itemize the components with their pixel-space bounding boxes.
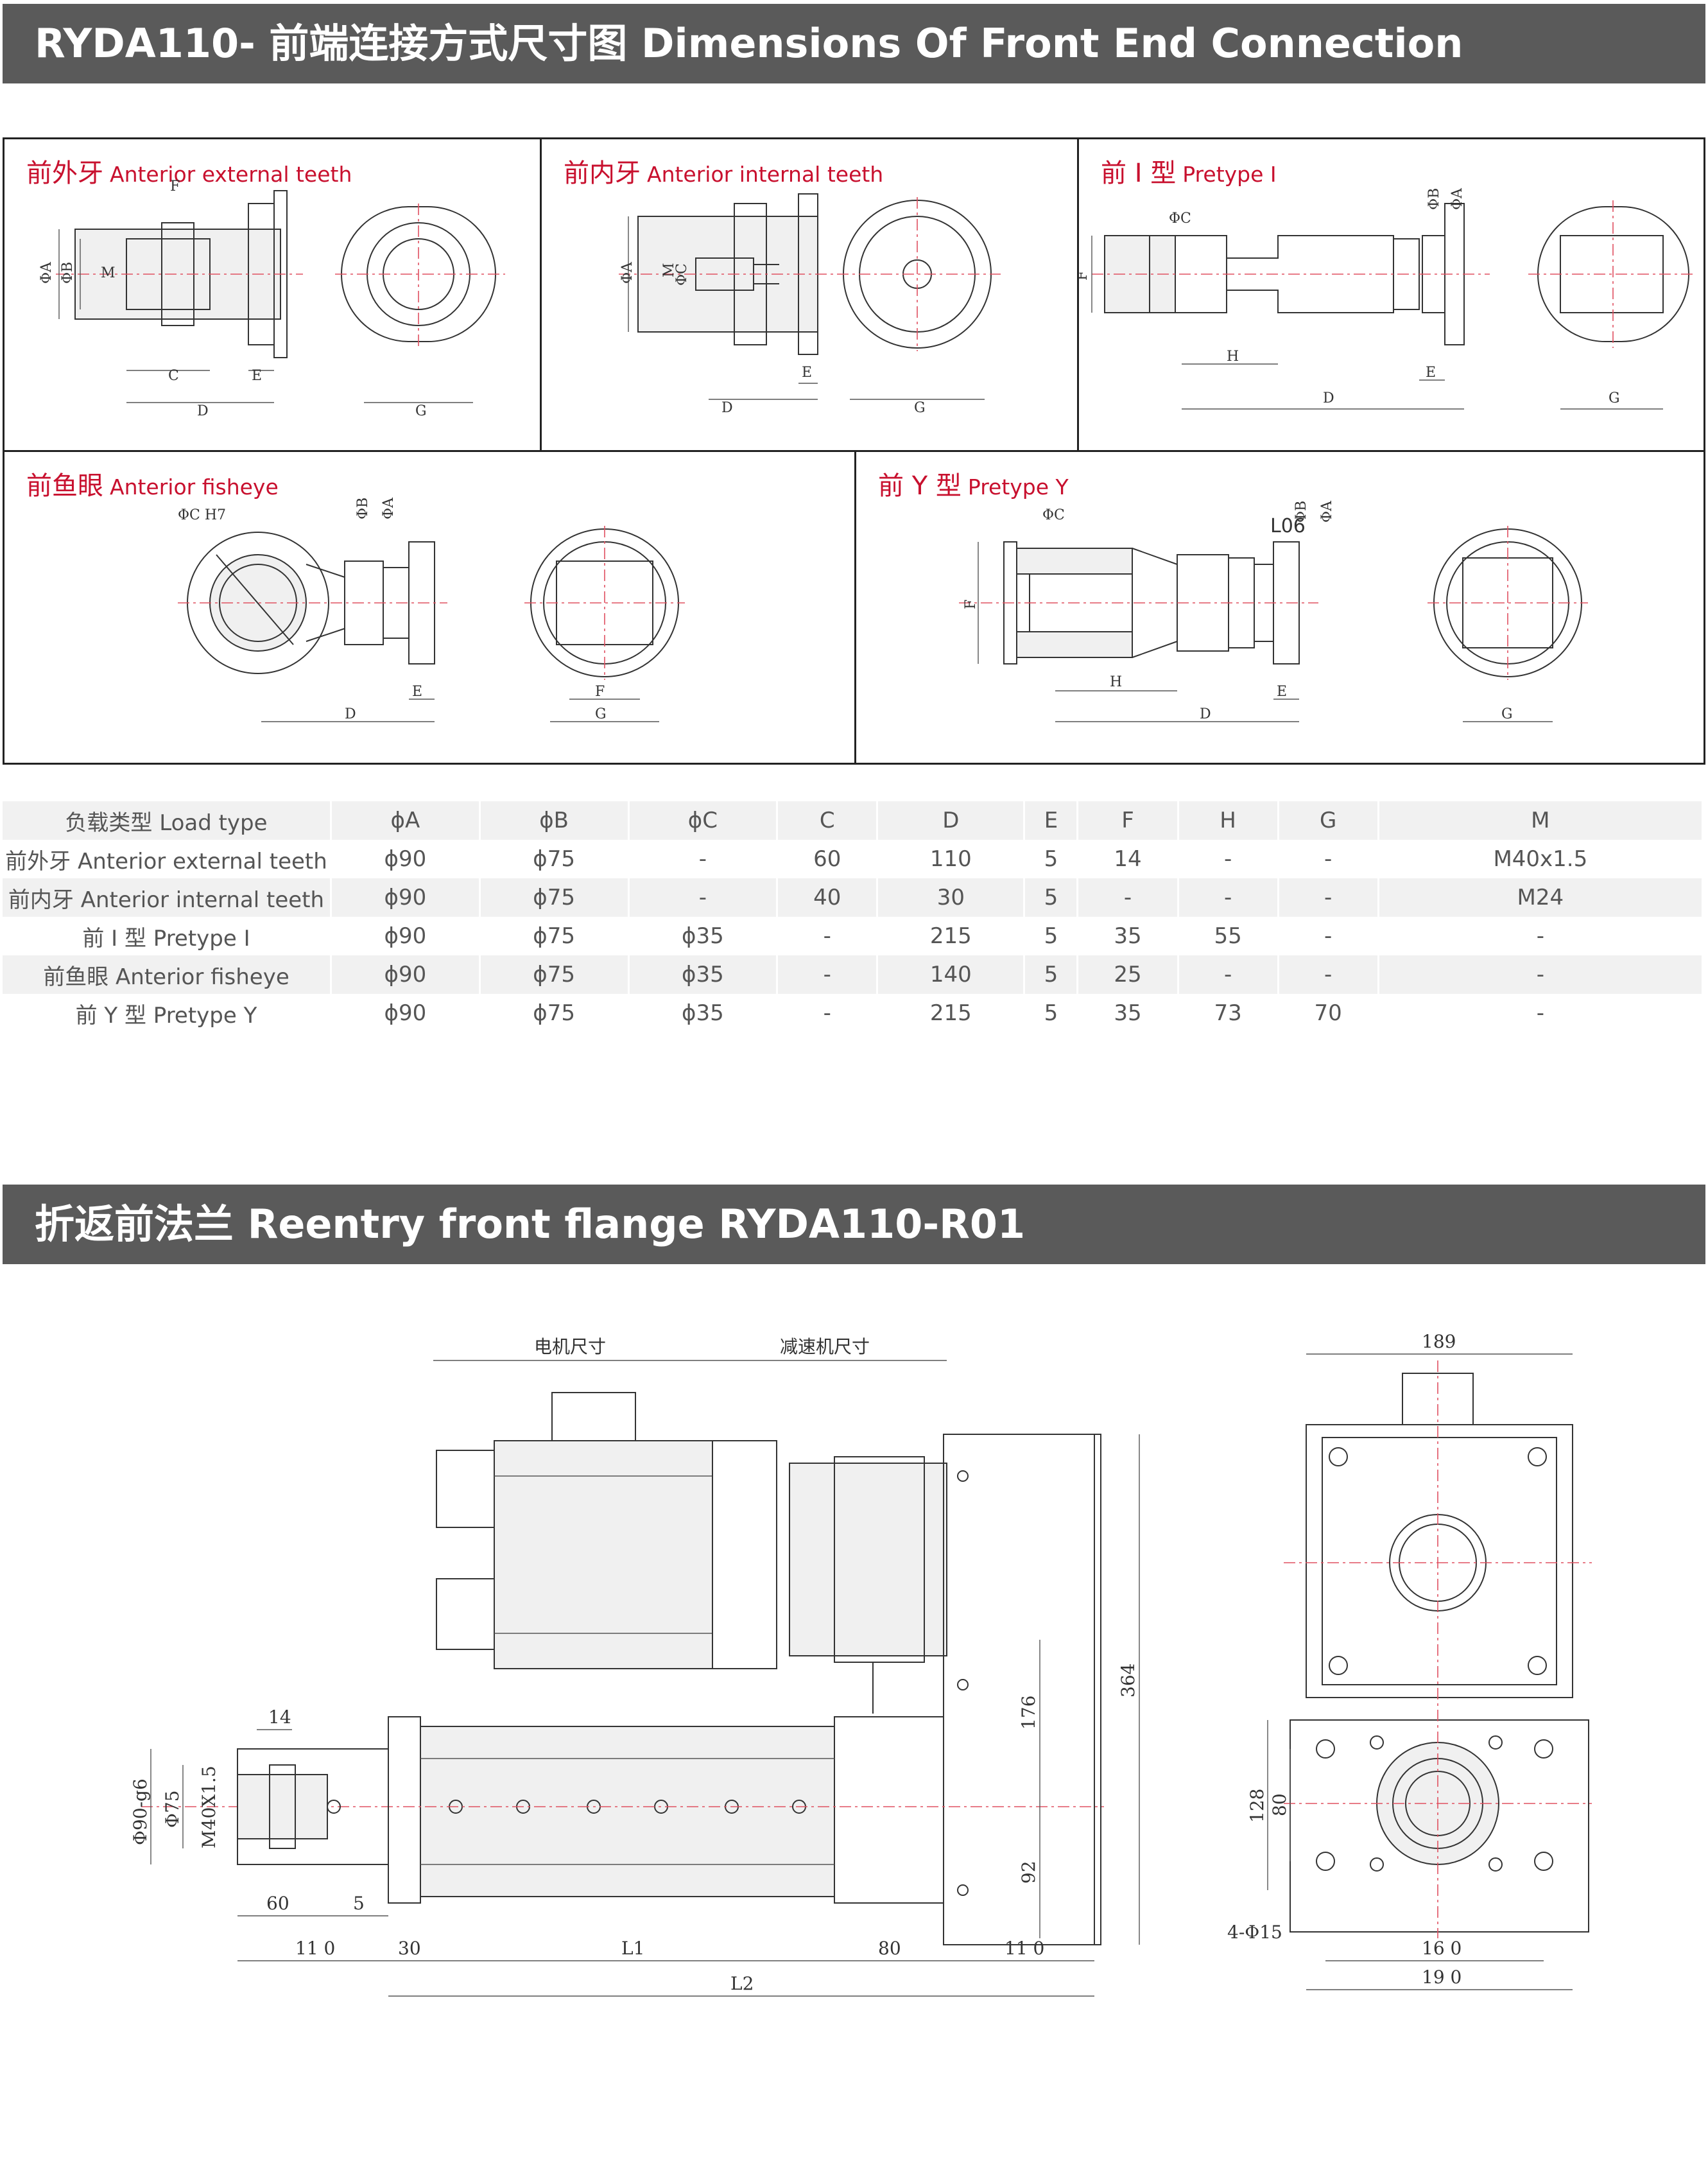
label-phiC: ΦC [1042,507,1065,523]
label-H: H [1227,349,1239,365]
label-C: C [168,368,179,384]
label-D: D [721,400,733,416]
label-80: 80 [878,1938,901,1959]
label-F: F [963,600,979,609]
label-F: F [1079,271,1091,281]
drawing-pretype-y: ΦC L06 ΦB ΦA F H E D G [959,500,1588,722]
label-phiA: ΦA [381,497,397,519]
label-G: G [1609,390,1620,406]
drawing-anterior-fisheye: ΦC H7 ΦB ΦA E D F G [178,497,685,722]
label-5: 5 [353,1893,365,1914]
label-phiB: ΦB [60,262,76,284]
label-E: E [1277,684,1287,700]
label-G: G [914,400,926,416]
label-phiC: ΦC [674,263,690,286]
label-G: G [415,403,427,419]
label-H: H [1110,674,1122,690]
label-E: E [1426,365,1436,381]
label-E: E [412,684,422,700]
label-E: E [252,368,262,384]
label-M40x1-5: M40X1.5 [198,1766,220,1848]
label-128: 128 [1246,1789,1268,1823]
label-phiC: ΦC [1169,211,1191,227]
label-L1: L1 [621,1938,644,1959]
dimension-table: 负载类型 Load type ϕA ϕB ϕC C D E F H G M 前外… [3,801,1704,1032]
label-phiA: ΦA [39,261,55,284]
label-176: 176 [1018,1696,1039,1730]
label-E: E [802,365,812,381]
label-G: G [595,706,607,722]
label-80-end: 80 [1269,1793,1290,1816]
label-motor-size: 电机尺寸 [534,1336,606,1357]
drawing-anterior-internal-teeth: ΦA M ΦC E D G [619,193,1001,416]
label-110-right: 11 0 [1005,1938,1044,1959]
label-phiA: ΦA [1319,500,1335,523]
label-reducer-size: 减速机尺寸 [780,1336,870,1357]
label-D: D [197,403,209,419]
label-phiC-H7: ΦC H7 [178,507,226,523]
label-M: M [101,265,116,281]
label-phiB: ΦB [1293,501,1309,523]
label-phiB: ΦB [355,498,371,519]
label-30: 30 [398,1938,421,1959]
label-M: M [661,263,677,277]
label-phiA: ΦA [1449,187,1465,210]
reentry-flange-drawing: 电机尺寸 减速机尺寸 14 Φ90-g6 Φ75 M40X1.5 60 5 11… [130,1331,1592,1997]
drawing-pretype-i: ΦC ΦB ΦA F H E D G [1079,187,1695,410]
drawing-anterior-external-teeth: F ΦA ΦB M C E D G [39,178,505,419]
label-D: D [1200,706,1211,722]
label-phi75: Φ75 [162,1790,183,1828]
table-header-row: 负载类型 Load type ϕA ϕB ϕC C D E F H G M [3,801,1704,840]
label-14: 14 [268,1707,291,1728]
label-F: F [595,684,605,700]
label-G: G [1501,706,1513,722]
label-phi90-g6: Φ90-g6 [130,1778,151,1845]
label-92: 92 [1018,1861,1039,1884]
label-F: F [170,178,180,195]
label-D: D [1323,390,1334,406]
label-189: 189 [1422,1331,1456,1352]
section-1-title: RYDA110- 前端连接方式尺寸图 Dimensions Of Front E… [3,4,1705,83]
label-110-left: 11 0 [295,1938,335,1959]
section-2-title: 折返前法兰 Reentry front flange RYDA110-R01 [3,1185,1705,1264]
label-4-phi15: 4-Φ15 [1227,1922,1282,1943]
label-160: 16 0 [1422,1938,1462,1959]
label-phiB: ΦB [1426,188,1442,210]
label-190: 19 0 [1422,1967,1462,1988]
label-phiA: ΦA [619,261,635,284]
label-L2: L2 [730,1973,754,1994]
label-D: D [345,706,356,722]
label-60: 60 [266,1893,289,1914]
label-364: 364 [1117,1664,1139,1698]
label-L06: L06 [1270,515,1306,537]
